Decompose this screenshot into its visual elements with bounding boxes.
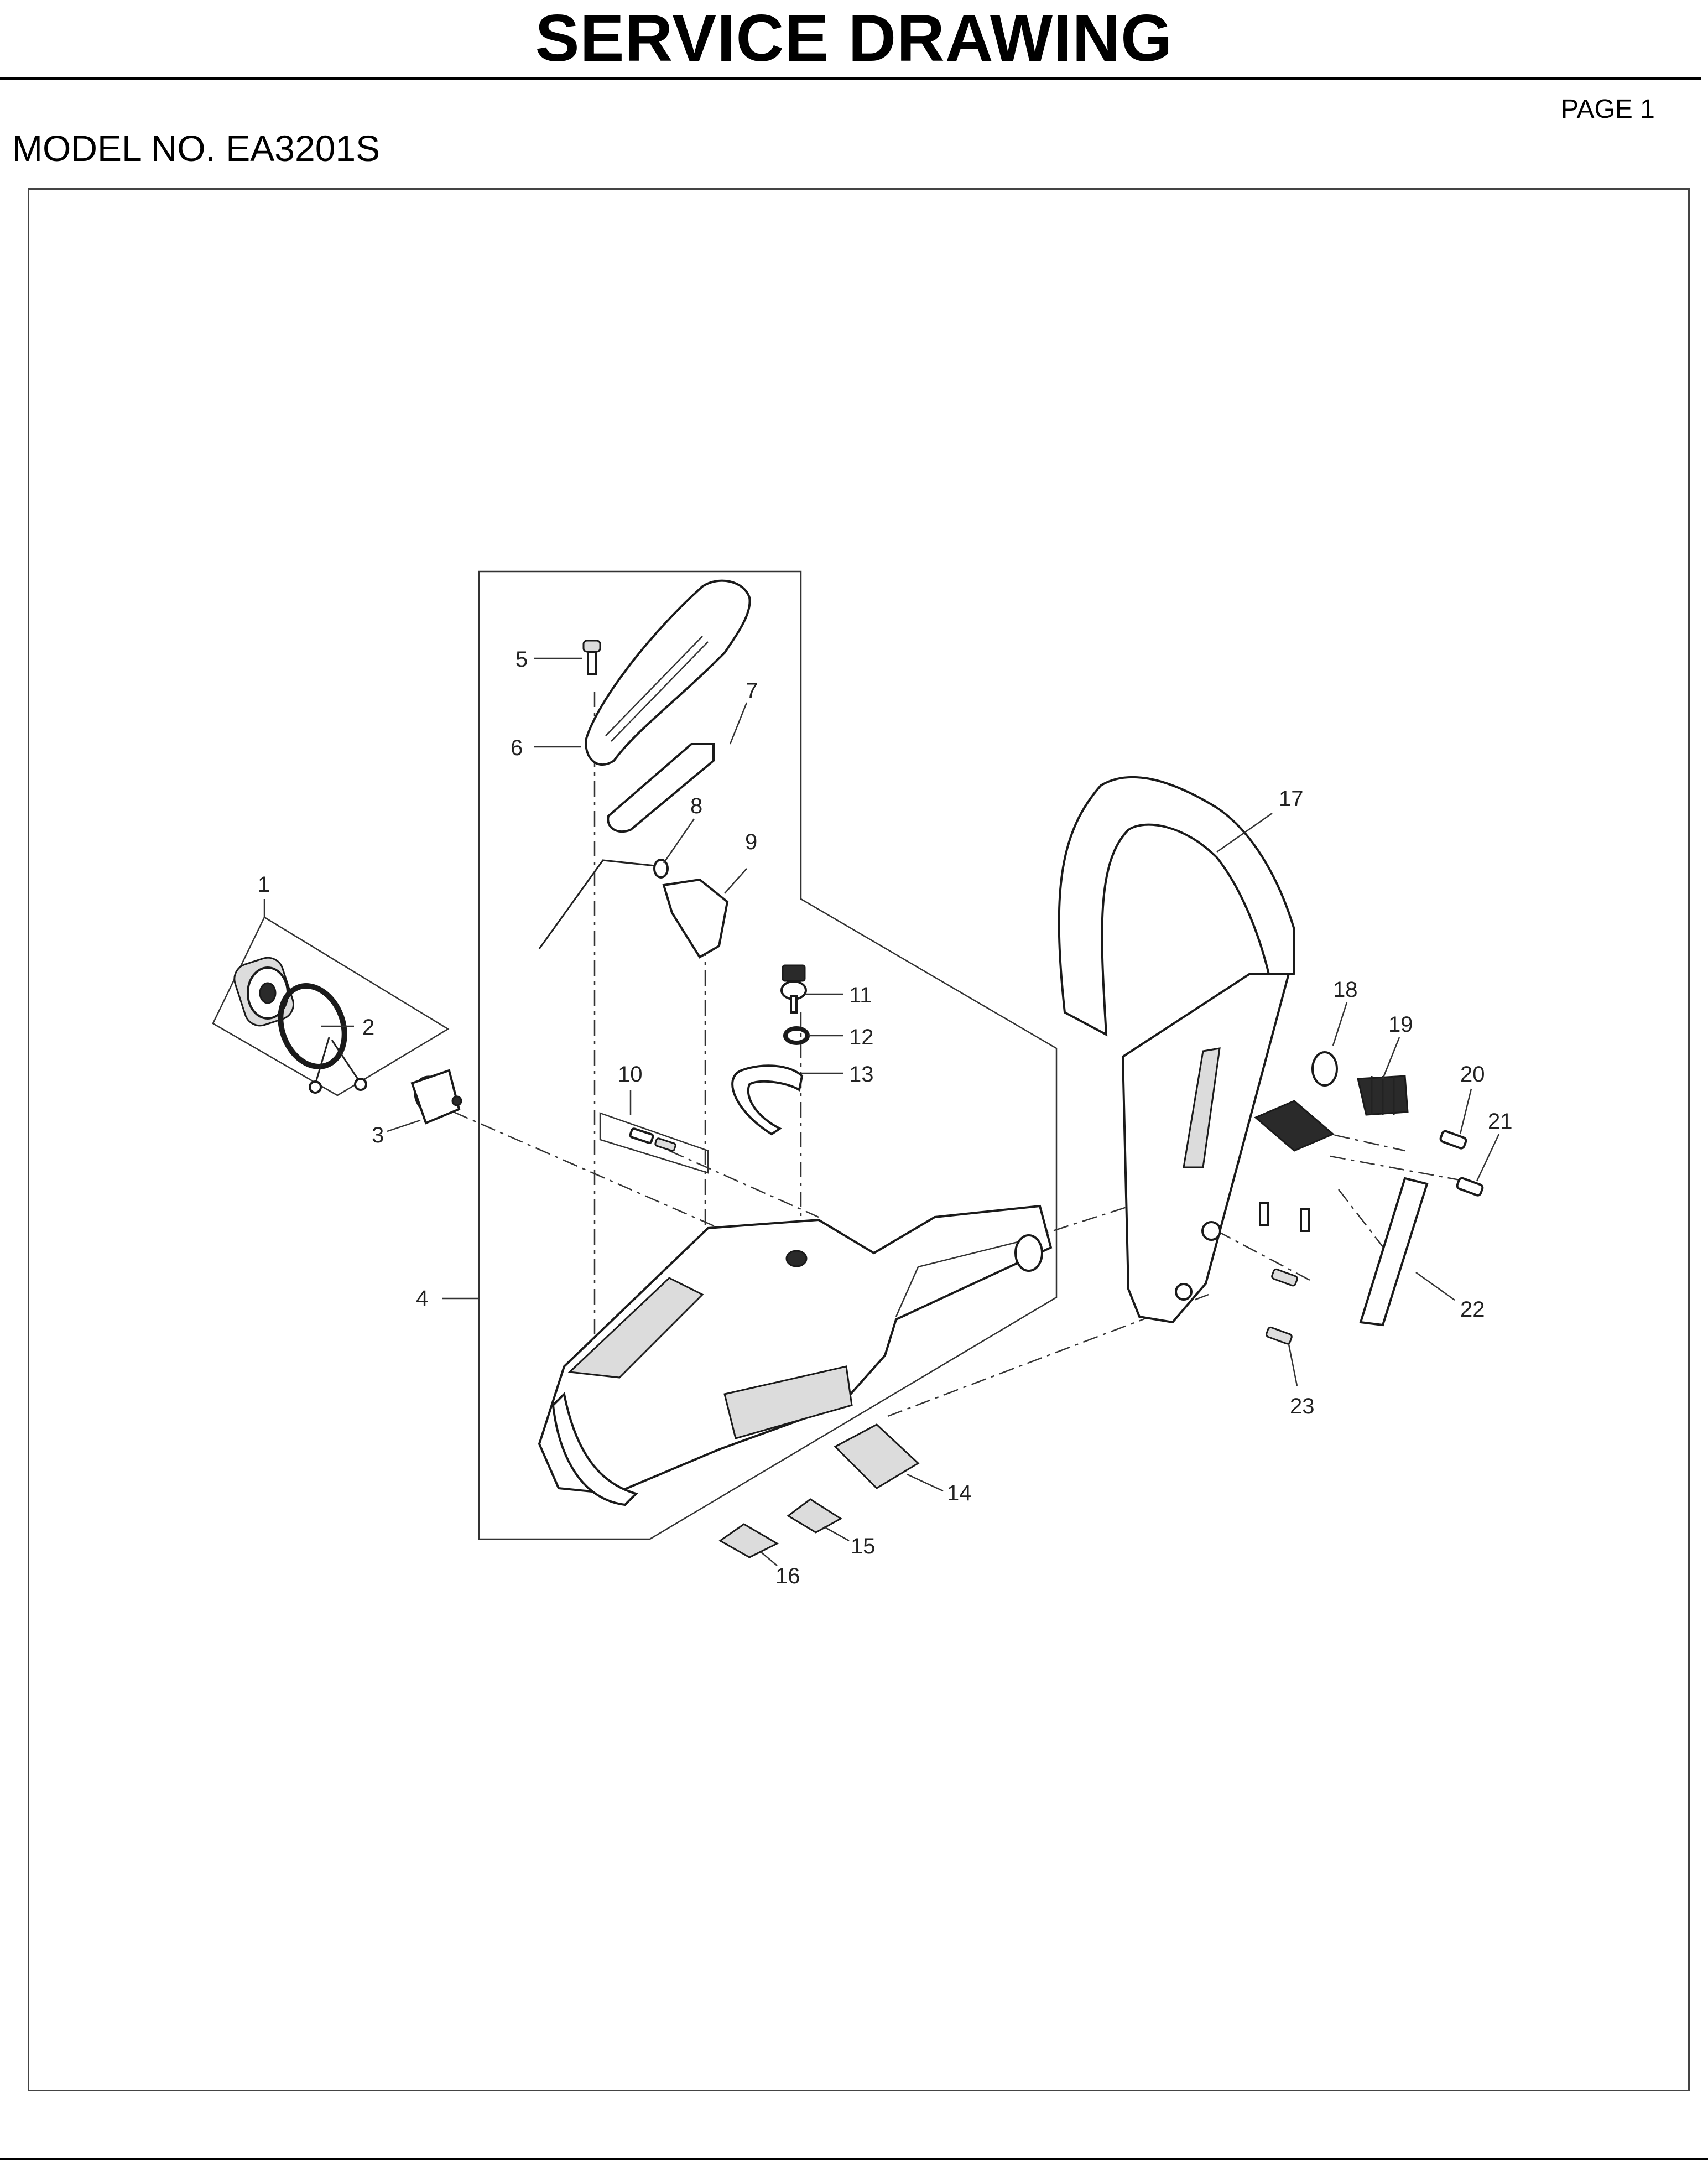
callout-17: 17 xyxy=(1279,787,1304,811)
model-number: MODEL NO. EA3201S xyxy=(12,128,381,169)
callout-14: 14 xyxy=(947,1481,972,1505)
part-14-label xyxy=(834,1423,920,1489)
part-11-valve xyxy=(780,964,807,1014)
callout-5: 5 xyxy=(515,647,528,672)
callout-11: 11 xyxy=(849,983,872,1007)
callout-2: 2 xyxy=(362,1015,374,1040)
page-number: PAGE 1 xyxy=(1561,95,1655,124)
part-20-bolt xyxy=(1439,1130,1467,1150)
part-22-strip xyxy=(1359,1177,1429,1327)
callout-6: 6 xyxy=(511,736,523,760)
part-23-screws xyxy=(1259,1202,1310,1345)
callout-4: 4 xyxy=(416,1286,428,1311)
part-8-spring xyxy=(538,859,656,949)
part-2-ring xyxy=(278,983,367,1094)
part-12-washer xyxy=(783,1026,810,1045)
part-15-label xyxy=(787,1498,842,1534)
part-10-pins xyxy=(629,1127,676,1152)
part-7-trigger xyxy=(607,743,715,833)
callout-21: 21 xyxy=(1488,1109,1513,1134)
callout-22: 22 xyxy=(1460,1297,1485,1322)
part-18-bushing xyxy=(1311,1051,1338,1087)
mount-plate xyxy=(1254,1100,1335,1152)
callout-15: 15 xyxy=(851,1534,876,1558)
leader-lines xyxy=(263,657,1500,1566)
callout-3: 3 xyxy=(372,1123,384,1147)
callout-9: 9 xyxy=(745,830,757,854)
item1-bracket xyxy=(212,916,450,1096)
part-13-hose xyxy=(731,1064,804,1136)
part-4-housing xyxy=(538,1204,1053,1506)
part-5-screw xyxy=(582,640,601,675)
callout-23: 23 xyxy=(1290,1394,1315,1418)
callout-7: 7 xyxy=(746,679,758,703)
drawing-frame xyxy=(28,188,1690,2091)
top-divider xyxy=(0,77,1701,80)
part-21-bolt xyxy=(1456,1177,1484,1197)
bottom-divider xyxy=(0,2158,1708,2160)
callout-1: 1 xyxy=(258,872,270,897)
callout-16: 16 xyxy=(775,1564,800,1588)
part-17-handlebar xyxy=(1058,776,1295,1324)
part-19-spring xyxy=(1357,1075,1409,1116)
page-title: SERVICE DRAWING xyxy=(535,1,1173,75)
callout-19: 19 xyxy=(1388,1012,1413,1037)
callout-12: 12 xyxy=(849,1025,874,1049)
callout-13: 13 xyxy=(849,1062,874,1087)
callout-20: 20 xyxy=(1460,1062,1485,1087)
callout-18: 18 xyxy=(1333,978,1358,1002)
assembly-bracket xyxy=(478,570,1058,1540)
item10-bracket xyxy=(599,1112,709,1174)
part-1-cap xyxy=(233,957,294,1027)
callout-8: 8 xyxy=(690,794,702,818)
part-16-label xyxy=(718,1523,779,1558)
part-9-lever xyxy=(662,878,729,959)
part-3-filter xyxy=(410,1069,462,1125)
callout-10: 10 xyxy=(618,1062,643,1087)
